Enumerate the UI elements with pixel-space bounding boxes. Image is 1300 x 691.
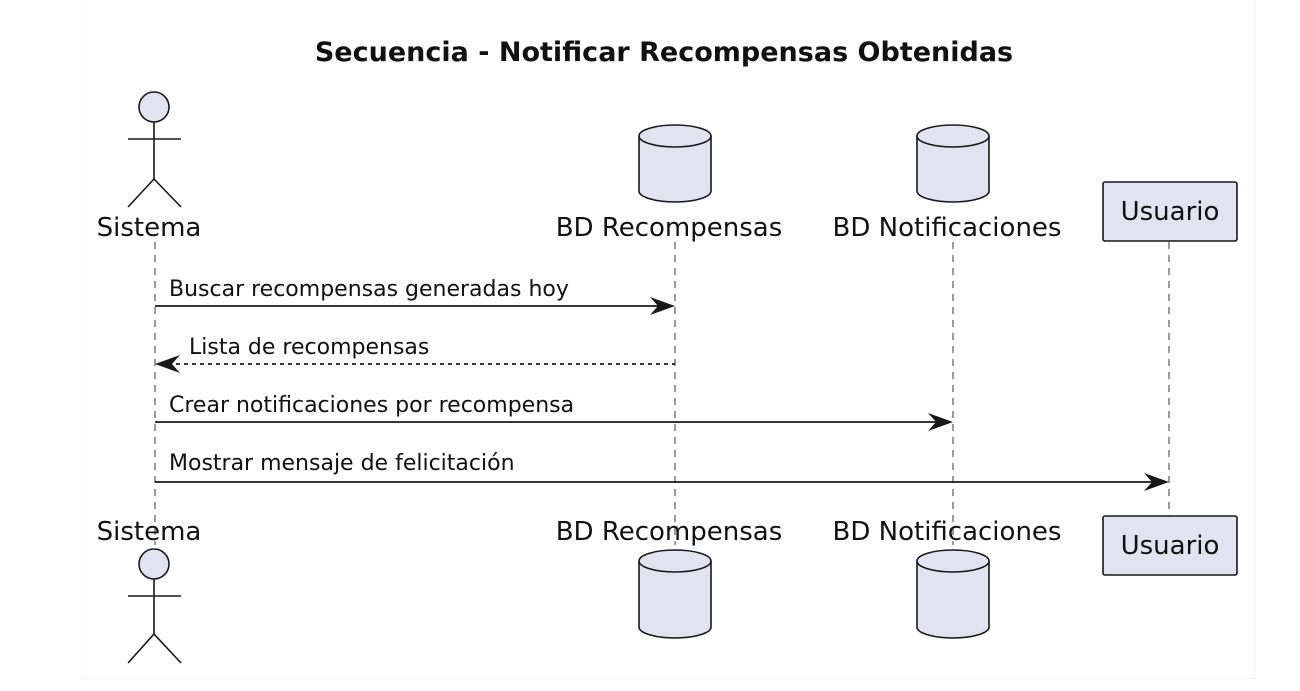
database-icon xyxy=(638,549,712,639)
participant-bd-notificaciones-bottom: BD Notificaciones xyxy=(833,517,1062,639)
arrowhead-icon xyxy=(1144,473,1169,491)
participant-bd-recompensas-bottom: BD Recompensas xyxy=(556,517,783,639)
actor-icon xyxy=(127,548,182,664)
participant-sistema-top: Sistema xyxy=(97,91,202,243)
database-icon xyxy=(916,124,990,203)
participant-label: Sistema xyxy=(97,213,202,243)
message-3: Crear notificaciones por recompensa xyxy=(155,393,953,431)
message-label: Lista de recompensas xyxy=(189,335,429,360)
arrowhead-icon xyxy=(650,297,675,315)
participant-label: Usuario xyxy=(1121,197,1220,227)
message-2: Lista de recompensas xyxy=(155,335,675,373)
participant-label: BD Notificaciones xyxy=(833,517,1062,547)
participant-box xyxy=(1102,181,1238,242)
participant-usuario-top: Usuario xyxy=(1102,181,1238,242)
message-4: Mostrar mensaje de felicitación xyxy=(155,451,1169,491)
message-label: Crear notificaciones por recompensa xyxy=(169,393,574,418)
participant-label: BD Notificaciones xyxy=(833,213,1062,243)
arrowhead-icon xyxy=(155,355,180,373)
message-label: Mostrar mensaje de felicitación xyxy=(169,451,515,476)
participant-label: Usuario xyxy=(1121,531,1220,561)
participant-usuario-bottom: Usuario xyxy=(1102,515,1238,576)
participant-label: Sistema xyxy=(97,517,202,547)
database-icon xyxy=(638,124,712,203)
message-label: Buscar recompensas generadas hoy xyxy=(169,277,569,302)
participant-bd-notificaciones-top: BD Notificaciones xyxy=(833,124,1062,243)
participant-box xyxy=(1102,515,1238,576)
arrowhead-icon xyxy=(928,413,953,431)
actor-icon xyxy=(127,91,182,208)
participant-label: BD Recompensas xyxy=(556,213,783,243)
participant-label: BD Recompensas xyxy=(556,517,783,547)
database-icon xyxy=(916,549,990,639)
diagram-title: Secuencia - Notificar Recompensas Obteni… xyxy=(315,37,1013,68)
participant-bd-recompensas-top: BD Recompensas xyxy=(556,124,783,243)
participant-sistema-bottom: Sistema xyxy=(97,517,202,664)
message-1: Buscar recompensas generadas hoy xyxy=(155,277,675,315)
